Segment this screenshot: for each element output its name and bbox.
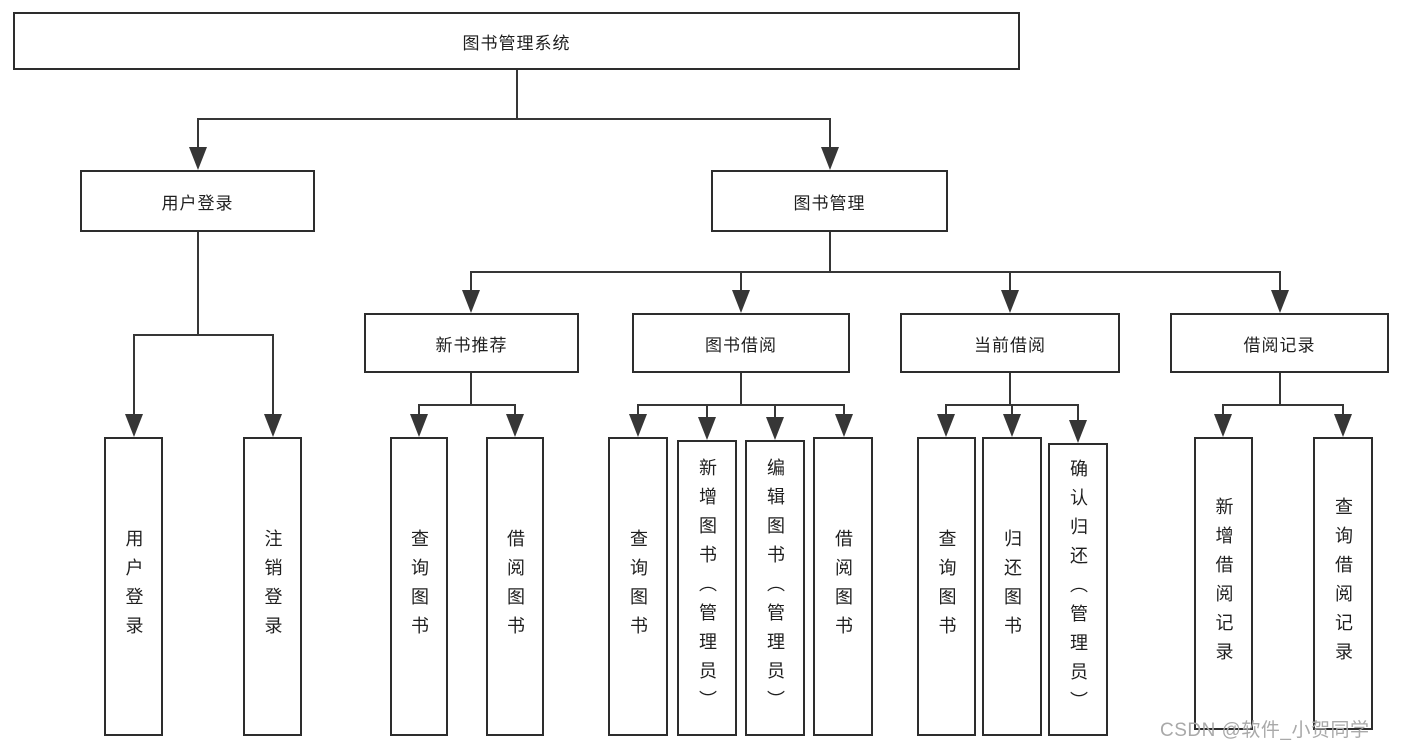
connector-line (133, 334, 274, 336)
node-library-system: 图书管理系统 (13, 12, 1020, 70)
node-borrowing-records: 借阅记录 (1170, 313, 1389, 373)
connector-line (514, 404, 516, 416)
arrow-down-icon (506, 414, 524, 437)
leaf-query-books-borrowing: 查询图书 (608, 437, 668, 736)
arrow-down-icon (264, 414, 282, 437)
connector-line (829, 232, 831, 273)
csdn-watermark: CSDN @软件_小贺同学 (1160, 720, 1370, 741)
arrow-down-icon (1003, 414, 1021, 437)
leaf-add-borrow-record: 新增借阅记录 (1194, 437, 1253, 730)
connector-line (470, 271, 472, 292)
arrow-down-icon (462, 290, 480, 313)
connector-line (418, 404, 420, 416)
arrow-down-icon (1214, 414, 1232, 437)
arrow-down-icon (732, 290, 750, 313)
connector-line (740, 271, 742, 292)
connector-line (197, 232, 199, 335)
connector-line (197, 118, 831, 120)
connector-line (197, 118, 199, 148)
connector-line (1222, 404, 1344, 406)
leaf-query-books-current: 查询图书 (917, 437, 976, 736)
connector-line (829, 118, 831, 148)
connector-line (1011, 404, 1013, 416)
leaf-query-books-recommend: 查询图书 (390, 437, 448, 736)
node-new-book-recommend: 新书推荐 (364, 313, 579, 373)
node-book-borrowing: 图书借阅 (632, 313, 850, 373)
leaf-add-book-admin: 新增图书（管理员） (677, 440, 737, 736)
node-user-login: 用户登录 (80, 170, 315, 232)
connector-line (774, 404, 776, 419)
node-book-management: 图书管理 (711, 170, 948, 232)
connector-line (1279, 373, 1281, 406)
arrow-down-icon (125, 414, 143, 437)
connector-line (418, 404, 516, 406)
leaf-return-book: 归还图书 (982, 437, 1042, 736)
connector-line (1009, 373, 1011, 406)
connector-line (1077, 404, 1079, 422)
leaf-logout: 注销登录 (243, 437, 302, 736)
arrow-down-icon (1001, 290, 1019, 313)
connector-line (1342, 404, 1344, 416)
arrow-down-icon (410, 414, 428, 437)
arrow-down-icon (821, 147, 839, 170)
connector-line (1222, 404, 1224, 416)
leaf-borrow-books-borrowing: 借阅图书 (813, 437, 873, 736)
connector-line (637, 404, 845, 406)
arrow-down-icon (629, 414, 647, 437)
arrow-down-icon (835, 414, 853, 437)
leaf-query-borrow-record: 查询借阅记录 (1313, 437, 1373, 730)
leaf-borrow-books-recommend: 借阅图书 (486, 437, 544, 736)
connector-line (133, 334, 135, 415)
arrow-down-icon (189, 147, 207, 170)
connector-line (1279, 271, 1281, 292)
leaf-user-login: 用户登录 (104, 437, 163, 736)
leaf-edit-book-admin: 编辑图书（管理员） (745, 440, 805, 736)
arrow-down-icon (766, 417, 784, 440)
connector-line (1009, 271, 1011, 292)
arrow-down-icon (698, 417, 716, 440)
arrow-down-icon (1334, 414, 1352, 437)
arrow-down-icon (937, 414, 955, 437)
connector-line (843, 404, 845, 416)
connector-line (470, 373, 472, 406)
connector-line (740, 373, 742, 406)
node-current-borrowing: 当前借阅 (900, 313, 1120, 373)
connector-line (706, 404, 708, 419)
connector-line (516, 70, 518, 120)
connector-line (945, 404, 947, 416)
connector-line (470, 271, 1281, 273)
connector-line (272, 334, 274, 415)
leaf-confirm-return-admin: 确认归还（管理员） (1048, 443, 1108, 736)
arrow-down-icon (1069, 420, 1087, 443)
arrow-down-icon (1271, 290, 1289, 313)
connector-line (637, 404, 639, 416)
